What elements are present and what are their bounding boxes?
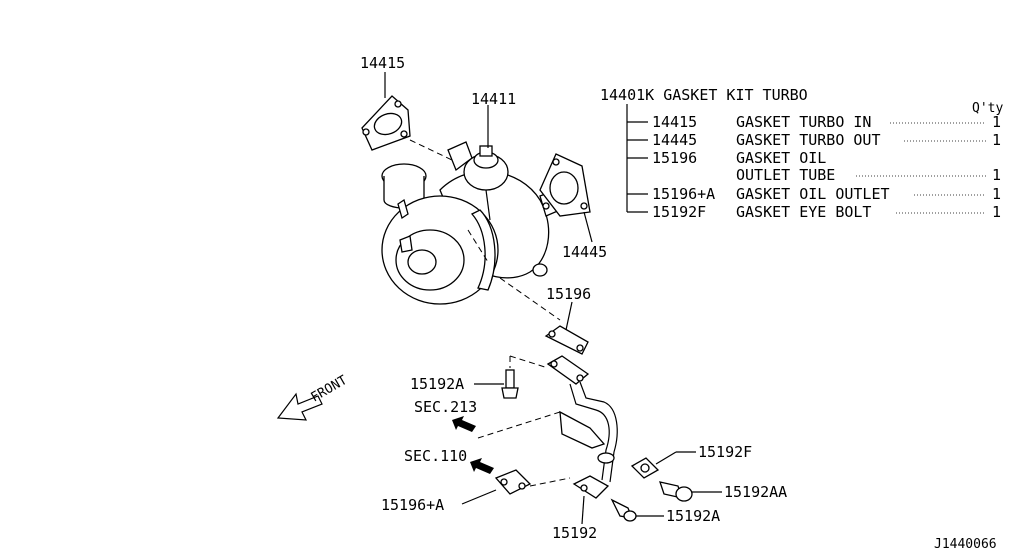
kit-row-qty: 1 bbox=[992, 185, 1001, 203]
gasket-turbo-in-part bbox=[361, 72, 453, 161]
callout-sec-213: SEC.213 bbox=[414, 398, 477, 416]
kit-row-qty: 1 bbox=[992, 166, 1001, 184]
gasket-oil-outlet-tube-part bbox=[544, 301, 589, 355]
kit-row-qty: 1 bbox=[992, 203, 1001, 221]
oil-outlet-tube-part bbox=[546, 355, 618, 525]
kit-row-desc: GASKET OIL bbox=[736, 149, 826, 167]
gasket-turbo-out-part bbox=[539, 153, 593, 243]
front-arrow-icon bbox=[276, 392, 323, 421]
callout-15196: 15196 bbox=[546, 285, 591, 303]
arrow-icon bbox=[452, 416, 476, 432]
front-direction-indicator: FRONT bbox=[276, 373, 351, 421]
callout-14445: 14445 bbox=[562, 243, 607, 261]
kit-row-qty: 1 bbox=[992, 113, 1001, 131]
tube-bolt-top-part bbox=[474, 355, 549, 399]
kit-row-desc: GASKET EYE BOLT bbox=[736, 203, 871, 221]
kit-row-desc-line2: OUTLET TUBE bbox=[736, 166, 835, 184]
union-bolt-part bbox=[659, 481, 722, 502]
qty-label: Q'ty bbox=[972, 101, 1003, 116]
kit-header: 14401K GASKET KIT TURBO bbox=[600, 86, 808, 104]
diagram-id: J1440066 bbox=[934, 537, 997, 552]
kit-row-desc: GASKET OIL OUTLET bbox=[736, 185, 890, 203]
callout-15192A-bottom: 15192A bbox=[666, 507, 720, 525]
kit-row-part: 14445 bbox=[652, 131, 697, 149]
front-label: FRONT bbox=[309, 373, 351, 406]
gasket-oil-outlet-part bbox=[461, 469, 571, 505]
kit-row-part: 15196+A bbox=[652, 185, 715, 203]
callout-15192A-top: 15192A bbox=[410, 375, 464, 393]
callout-15192AA: 15192AA bbox=[724, 483, 787, 501]
kit-row-desc: GASKET TURBO IN bbox=[736, 113, 871, 131]
kit-row-part: 15196 bbox=[652, 149, 697, 167]
callout-15192: 15192 bbox=[552, 524, 597, 542]
arrow-icon bbox=[470, 458, 494, 474]
kit-row-desc: GASKET TURBO OUT bbox=[736, 131, 881, 149]
gasket-eye-bolt-part bbox=[630, 451, 696, 479]
kit-row-part: 15192F bbox=[652, 203, 706, 221]
kit-row-part: 14415 bbox=[652, 113, 697, 131]
callout-sec-110: SEC.110 bbox=[404, 447, 467, 465]
callout-15192F: 15192F bbox=[698, 443, 752, 461]
callout-14411: 14411 bbox=[471, 90, 516, 108]
kit-row-qty: 1 bbox=[992, 131, 1001, 149]
gasket-kit-table: 14401K GASKET KIT TURBO Q'ty 14415 GASKE… bbox=[600, 86, 1003, 221]
callout-14415: 14415 bbox=[360, 54, 405, 72]
turbocharger-part bbox=[381, 105, 561, 321]
tube-bolt-bottom-part bbox=[610, 498, 664, 522]
callout-15196-plus-A: 15196+A bbox=[381, 496, 444, 514]
